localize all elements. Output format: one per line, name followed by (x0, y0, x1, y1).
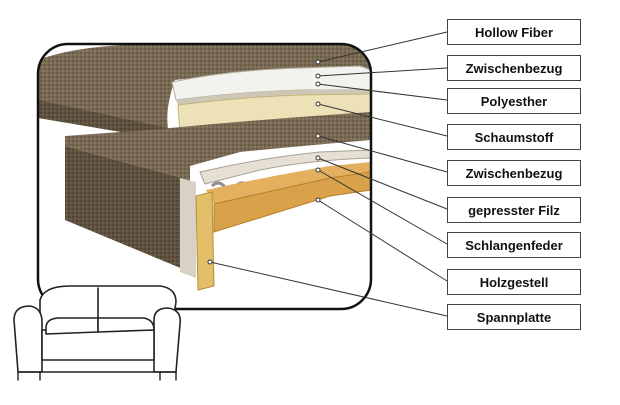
top-cushion-cover (38, 44, 371, 128)
label-zwischenbezug-lower: Zwischenbezug (447, 160, 581, 186)
pressed-felt-layer (199, 149, 371, 185)
felt-lining (180, 178, 196, 278)
label-holzgestell: Holzgestell (447, 269, 581, 295)
label-spannplatte: Spannplatte (447, 304, 581, 330)
label-schlangenfeder: Schlangenfeder (447, 232, 581, 258)
wooden-frame-side (213, 171, 371, 233)
label-gepresster-filz: gepresster Filz (447, 197, 581, 223)
chipboard-panel (195, 191, 215, 291)
label-schaumstoff: Schaumstoff (447, 124, 581, 150)
label-hollow-fiber: Hollow Fiber (447, 19, 581, 45)
sofa-icon (13, 285, 182, 381)
leader-lines (209, 31, 448, 317)
zoom-frame-border (36, 42, 373, 311)
zoom-detail (38, 44, 371, 309)
top-cushion-side (38, 100, 168, 140)
wooden-frame-top (206, 162, 371, 204)
label-zwischenbezug-top: Zwischenbezug (447, 55, 581, 81)
inner-cover-layer-1 (176, 90, 371, 105)
leader-dots (207, 59, 321, 265)
seat-base-front (65, 146, 190, 272)
label-polyesther: Polyesther (447, 88, 581, 114)
seat-base-cover-top (65, 112, 371, 180)
